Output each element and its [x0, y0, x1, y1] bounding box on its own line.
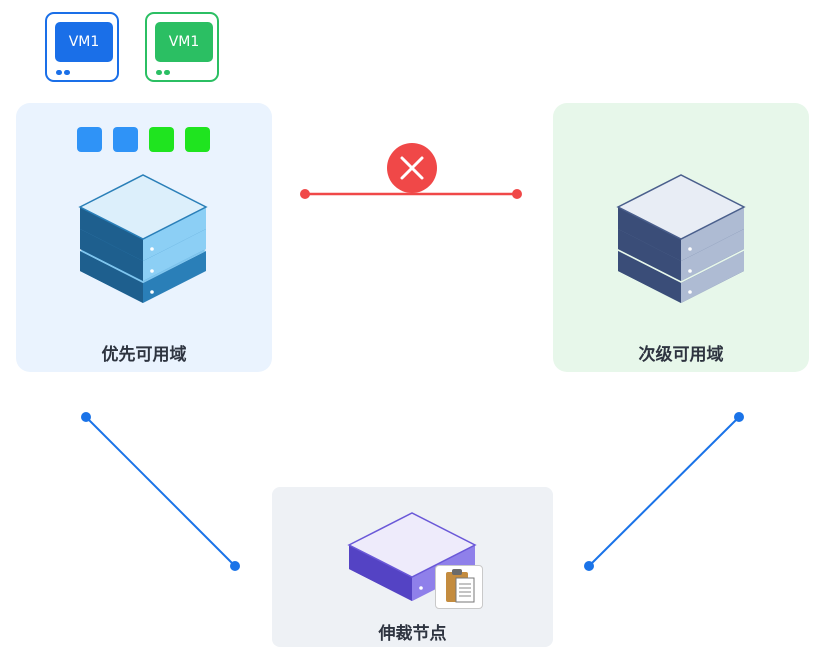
vm-square — [149, 127, 174, 152]
vm-chip: VM1 — [155, 22, 213, 62]
vm-square — [185, 127, 210, 152]
vm-card-secondary[interactable]: VM1 — [145, 12, 219, 82]
zone-label: 次级可用域 — [638, 345, 724, 365]
vm-square — [113, 127, 138, 152]
vm-status-dots — [56, 70, 70, 75]
server-stack-icon — [616, 174, 746, 303]
server-stack-icon — [78, 174, 208, 303]
vm-square — [77, 127, 102, 152]
vm-card-primary[interactable]: VM1 — [45, 12, 119, 82]
zone-label: 伸裁节点 — [378, 624, 447, 644]
vm-chip: VM1 — [55, 22, 113, 62]
vm-status-dots — [156, 70, 170, 75]
arbiter-zone: 伸裁节点 — [272, 487, 553, 647]
primary-zone: 优先可用域 — [16, 103, 272, 372]
close-icon — [387, 143, 437, 193]
clipboard-icon — [435, 565, 483, 609]
zone-label: 优先可用域 — [101, 345, 187, 365]
secondary-zone: 次级可用域 — [553, 103, 809, 372]
